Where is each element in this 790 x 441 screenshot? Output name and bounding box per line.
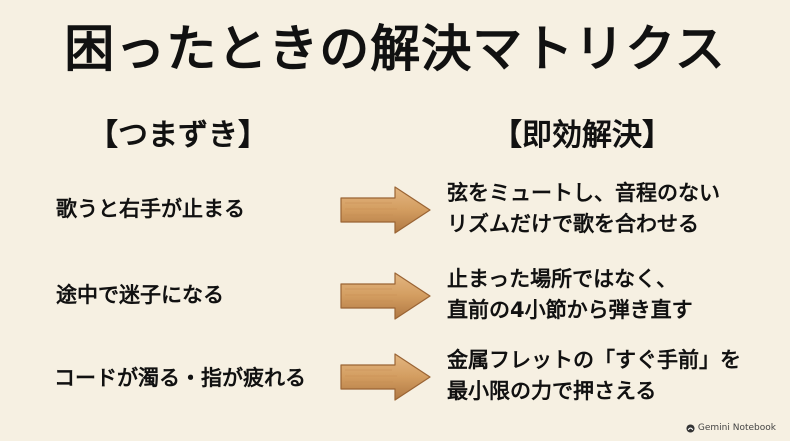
problem-text: コードが濁る・指が疲れる: [54, 366, 306, 390]
right-arrow-icon: [340, 272, 431, 320]
matrix-row: 途中で迷子になる 止まった場所ではなく、 直前の4小節から弾き直す: [0, 262, 790, 332]
solution-line: 直前の4小節から弾き直す: [447, 298, 693, 322]
footer-brand-text: Gemini Notebook: [697, 423, 776, 433]
problem-text: 歌うと右手が止まる: [56, 197, 245, 221]
footer-branding: Gemini Notebook: [686, 423, 776, 433]
solution-line: 弦をミュートし、音程のない: [447, 181, 720, 205]
right-arrow-icon: [340, 353, 431, 401]
solution-line: 金属フレットの「すぐ手前」を: [447, 348, 741, 372]
solution-text: 金属フレットの「すぐ手前」を 最小限の力で押さえる: [447, 345, 741, 407]
column-heading-stumbling: 【つまずき】: [88, 118, 268, 153]
solution-line: 最小限の力で押さえる: [447, 379, 657, 403]
gemini-notebook-logo-icon: [686, 423, 695, 433]
column-heading-quick-fix: 【即効解決】: [492, 118, 672, 153]
solution-text: 止まった場所ではなく、 直前の4小節から弾き直す: [447, 264, 693, 326]
matrix-row: 歌うと右手が止まる 弦をミュートし、音程のない リズムだけで歌を合わせる: [0, 176, 790, 246]
problem-text: 途中で迷子になる: [56, 283, 224, 307]
matrix-row: コードが濁る・指が疲れる 金属フレットの「すぐ手前」を 最小限の力で押さえる: [0, 343, 790, 413]
solution-text: 弦をミュートし、音程のない リズムだけで歌を合わせる: [447, 178, 720, 240]
solution-line: リズムだけで歌を合わせる: [447, 212, 699, 236]
page-title: 困ったときの解決マトリクス: [64, 20, 726, 78]
solution-line: 止まった場所ではなく、: [447, 267, 678, 291]
right-arrow-icon: [340, 186, 431, 234]
